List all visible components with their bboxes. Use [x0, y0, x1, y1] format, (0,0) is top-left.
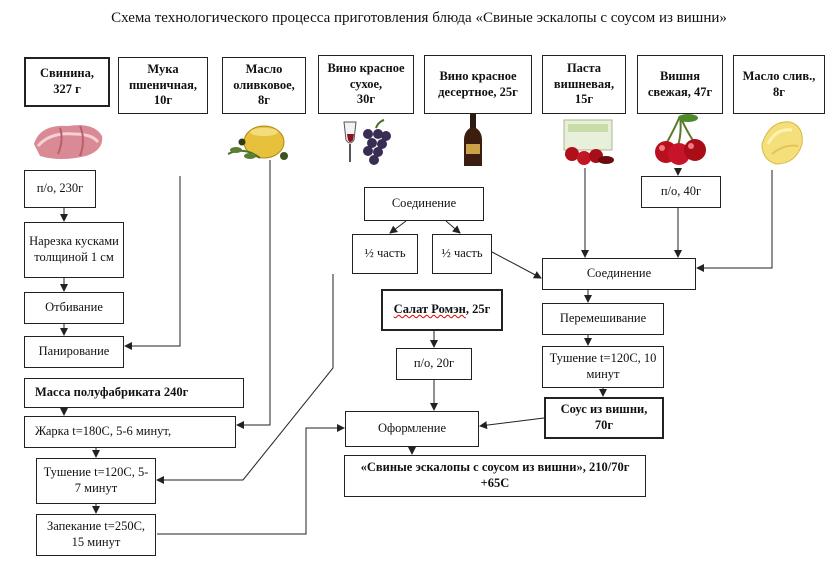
ingredient-flour: Мука пшеничная,10г	[118, 57, 208, 114]
salad-net-weight: п/о, 20г	[396, 348, 472, 380]
cherry-paste-image	[563, 119, 614, 165]
ingredient-dry-red-wine: Вино красное сухое,30г	[318, 55, 414, 114]
fresh-cherries-image	[655, 114, 706, 165]
frying-step: Жарка t=180С, 5-6 минут,	[24, 416, 236, 448]
sauce-combine-step: Соединение	[542, 258, 696, 290]
mixing-step: Перемешивание	[542, 303, 664, 335]
ingredient-fresh-cherry: Вишня свежая, 47г	[637, 55, 723, 114]
ingredient-pork: Свинина,327 г	[24, 57, 110, 107]
semi-finished-mass: Масса полуфабриката 240г	[24, 378, 244, 408]
wine-half-1: ½ часть	[352, 234, 418, 274]
ingredient-butter: Масло слив.,8г	[733, 55, 825, 114]
ingredient-olive-oil: Масло оливковое,8г	[222, 57, 306, 114]
cutting-step: Нарезка кусками толщиной 1 см	[24, 222, 124, 278]
cherry-sauce: Соус из вишни, 70г	[544, 397, 664, 439]
baking-step: Запекание t=250С, 15 минут	[36, 514, 156, 556]
romaine-salad: Салат Ромэн, 25г	[381, 289, 503, 331]
diagram-title: Схема технологического процесса приготов…	[111, 10, 727, 26]
wine-bottle-image	[464, 114, 482, 166]
cherry-net-weight: п/о, 40г	[641, 176, 721, 208]
final-dish: «Свиные эскалопы с соусом из вишни», 210…	[344, 455, 646, 497]
pork-meat-image	[34, 125, 103, 159]
ingredient-dessert-wine: Вино красное десертное, 25г	[424, 55, 532, 114]
stewing-step-2: Тушение t=120С, 10 минут	[542, 346, 664, 388]
pork-net-weight: п/о, 230г	[24, 170, 96, 208]
butter-image	[761, 121, 803, 165]
red-grapes-image	[343, 119, 391, 165]
breading-step: Панирование	[24, 336, 124, 368]
plating-step: Оформление	[345, 411, 479, 447]
wine-combine-step: Соединение	[364, 187, 484, 221]
ingredient-cherry-paste: Паста вишневая,15г	[542, 55, 626, 114]
stewing-step-1: Тушение t=120С, 5-7 минут	[36, 458, 156, 504]
wine-half-2: ½ часть	[432, 234, 492, 274]
beating-step: Отбивание	[24, 292, 124, 324]
olive-oil-image	[227, 125, 288, 160]
